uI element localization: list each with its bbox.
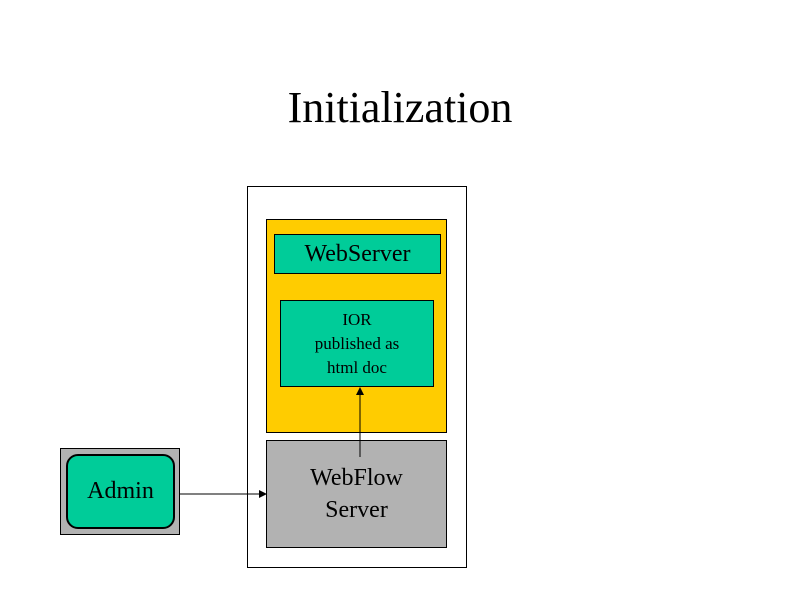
ior-node: IOR published as html doc [280,300,434,387]
webflow-label-line-2: Server [325,497,388,523]
webflow-label-line-1: WebFlow [310,465,403,491]
ior-label-line-1: IOR [342,309,372,329]
webserver-label: WebServer [304,240,411,267]
ior-label-line-2: published as [314,333,400,353]
page-title: Initialization [287,83,513,132]
admin-node: Admin [66,454,175,529]
ior-label-line-3: html doc [327,357,387,377]
admin-label: Admin [87,478,154,504]
webflow-server-node: WebFlow Server [266,440,447,548]
webserver-node: WebServer [274,234,441,274]
